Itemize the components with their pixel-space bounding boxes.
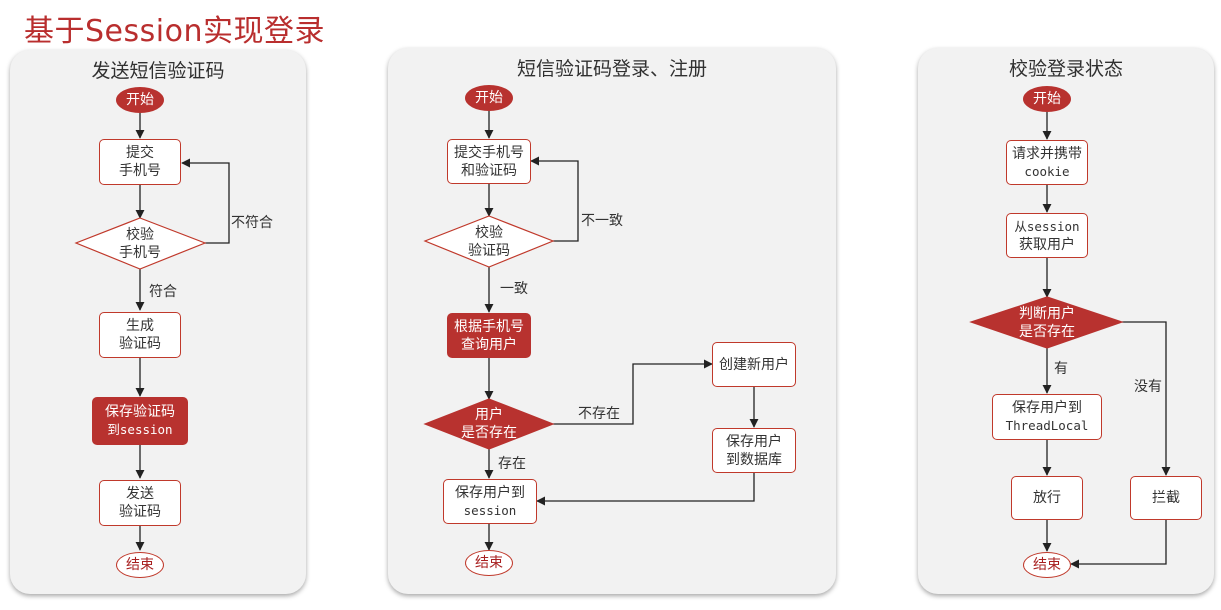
diamond-user-exists bbox=[423, 398, 555, 450]
send-code-box: 发送验证码 bbox=[99, 480, 181, 526]
start-node: 开始 bbox=[1023, 86, 1071, 112]
diamond-user-exists bbox=[969, 296, 1124, 349]
panel-title: 发送短信验证码 bbox=[91, 60, 225, 82]
edge-not-exist bbox=[553, 359, 713, 425]
panel-sms-login-register: 短信验证码登录、注册 开始 提交手机号和验证码 校验验证码 不一致 一致 根 bbox=[388, 48, 836, 594]
exists-label: 存在 bbox=[498, 456, 526, 472]
not-exist-label: 不存在 bbox=[578, 406, 620, 422]
flow-connectors bbox=[969, 112, 1171, 569]
yes-label: 有 bbox=[1054, 361, 1068, 377]
judge-user-label: 判断用户是否存在 bbox=[1019, 306, 1075, 340]
no-label: 没有 bbox=[1134, 379, 1162, 395]
edge-intercept-to-end bbox=[1070, 520, 1167, 569]
start-node: 开始 bbox=[116, 87, 164, 113]
submit-phone-code-box: 提交手机号和验证码 bbox=[447, 139, 531, 184]
end-node: 结束 bbox=[116, 552, 164, 578]
page-title: 基于Session实现登录 bbox=[24, 14, 325, 49]
edge-save-db-to-session bbox=[536, 473, 755, 506]
create-user-box: 创建新用户 bbox=[712, 342, 796, 387]
flow-connectors bbox=[74, 113, 230, 551]
no-match-label: 不符合 bbox=[231, 215, 273, 231]
edge-no bbox=[1122, 321, 1171, 476]
match-label: 一致 bbox=[500, 281, 528, 297]
flow-connectors bbox=[423, 111, 759, 551]
diamond-check-code bbox=[423, 215, 555, 268]
mismatch-label: 不一致 bbox=[581, 213, 623, 229]
edge-check-no-match bbox=[181, 158, 230, 244]
save-user-db-box: 保存用户到数据库 bbox=[712, 428, 796, 473]
check-phone-label: 校验手机号 bbox=[119, 227, 161, 261]
query-user-box: 根据手机号查询用户 bbox=[447, 313, 531, 358]
generate-code-box: 生成验证码 bbox=[99, 312, 181, 358]
edge-check-mismatch bbox=[530, 156, 579, 242]
diamond-check-phone bbox=[74, 217, 207, 270]
panel-send-sms-code: 发送短信验证码 开始 提交手机号 校验手机号 不符合 符合 生成验证码 保存验证… bbox=[10, 50, 306, 594]
pass-box: 放行 bbox=[1011, 476, 1083, 520]
save-code-session-box: 保存验证码到session bbox=[92, 397, 188, 445]
start-node: 开始 bbox=[465, 85, 513, 111]
user-exists-label: 用户是否存在 bbox=[461, 407, 517, 441]
end-node: 结束 bbox=[465, 550, 513, 576]
end-node: 结束 bbox=[1023, 552, 1071, 578]
intercept-box: 拦截 bbox=[1130, 476, 1202, 520]
panel-title: 校验登录状态 bbox=[1008, 58, 1123, 80]
submit-phone-box: 提交手机号 bbox=[99, 139, 181, 185]
panel-title: 短信验证码登录、注册 bbox=[516, 58, 707, 80]
check-code-label: 校验验证码 bbox=[468, 225, 510, 259]
match-label: 符合 bbox=[149, 284, 177, 300]
